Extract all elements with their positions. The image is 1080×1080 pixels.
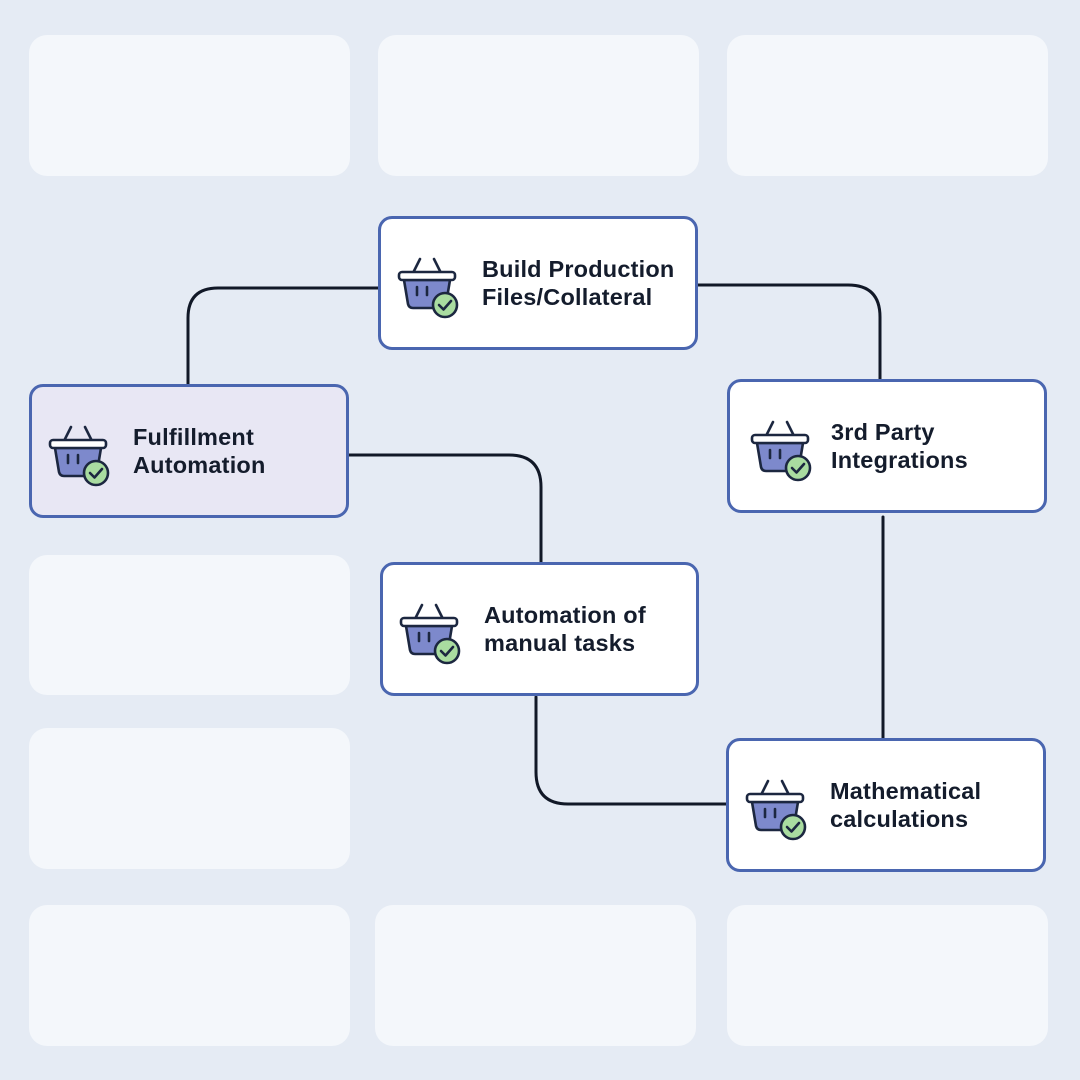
node-label: Automation of manual tasks [484,602,646,656]
placeholder-tile [378,35,699,176]
placeholder-tile [727,905,1048,1046]
basket-check-icon [750,420,812,482]
node-automation-manual-tasks: Automation of manual tasks [380,562,699,696]
placeholder-tile [29,555,350,695]
node-mathematical-calculations: Mathematical calculations [726,738,1046,872]
placeholder-tile [29,728,350,869]
connector-build-to-third-party [695,283,882,382]
connector-fulfillment-to-build [186,286,382,386]
node-label: Build Production Files/Collateral [482,256,675,310]
basket-check-icon [745,779,807,841]
node-label: Fulfillment Automation [133,424,266,478]
node-fulfillment-automation: Fulfillment Automation [29,384,349,518]
placeholder-tile [29,35,350,176]
placeholder-tile [375,905,696,1046]
basket-check-icon [399,603,461,665]
basket-check-icon [48,425,110,487]
node-third-party-integrations: 3rd Party Integrations [727,379,1047,513]
node-build-production: Build Production Files/Collateral [378,216,698,350]
node-label: 3rd Party Integrations [831,419,968,473]
connector-fulfillment-to-manual [346,453,543,564]
node-label: Mathematical calculations [830,778,982,832]
placeholder-tile [727,35,1048,176]
connector-manual-to-math [534,695,729,806]
placeholder-tile [29,905,350,1046]
basket-check-icon [397,257,459,319]
